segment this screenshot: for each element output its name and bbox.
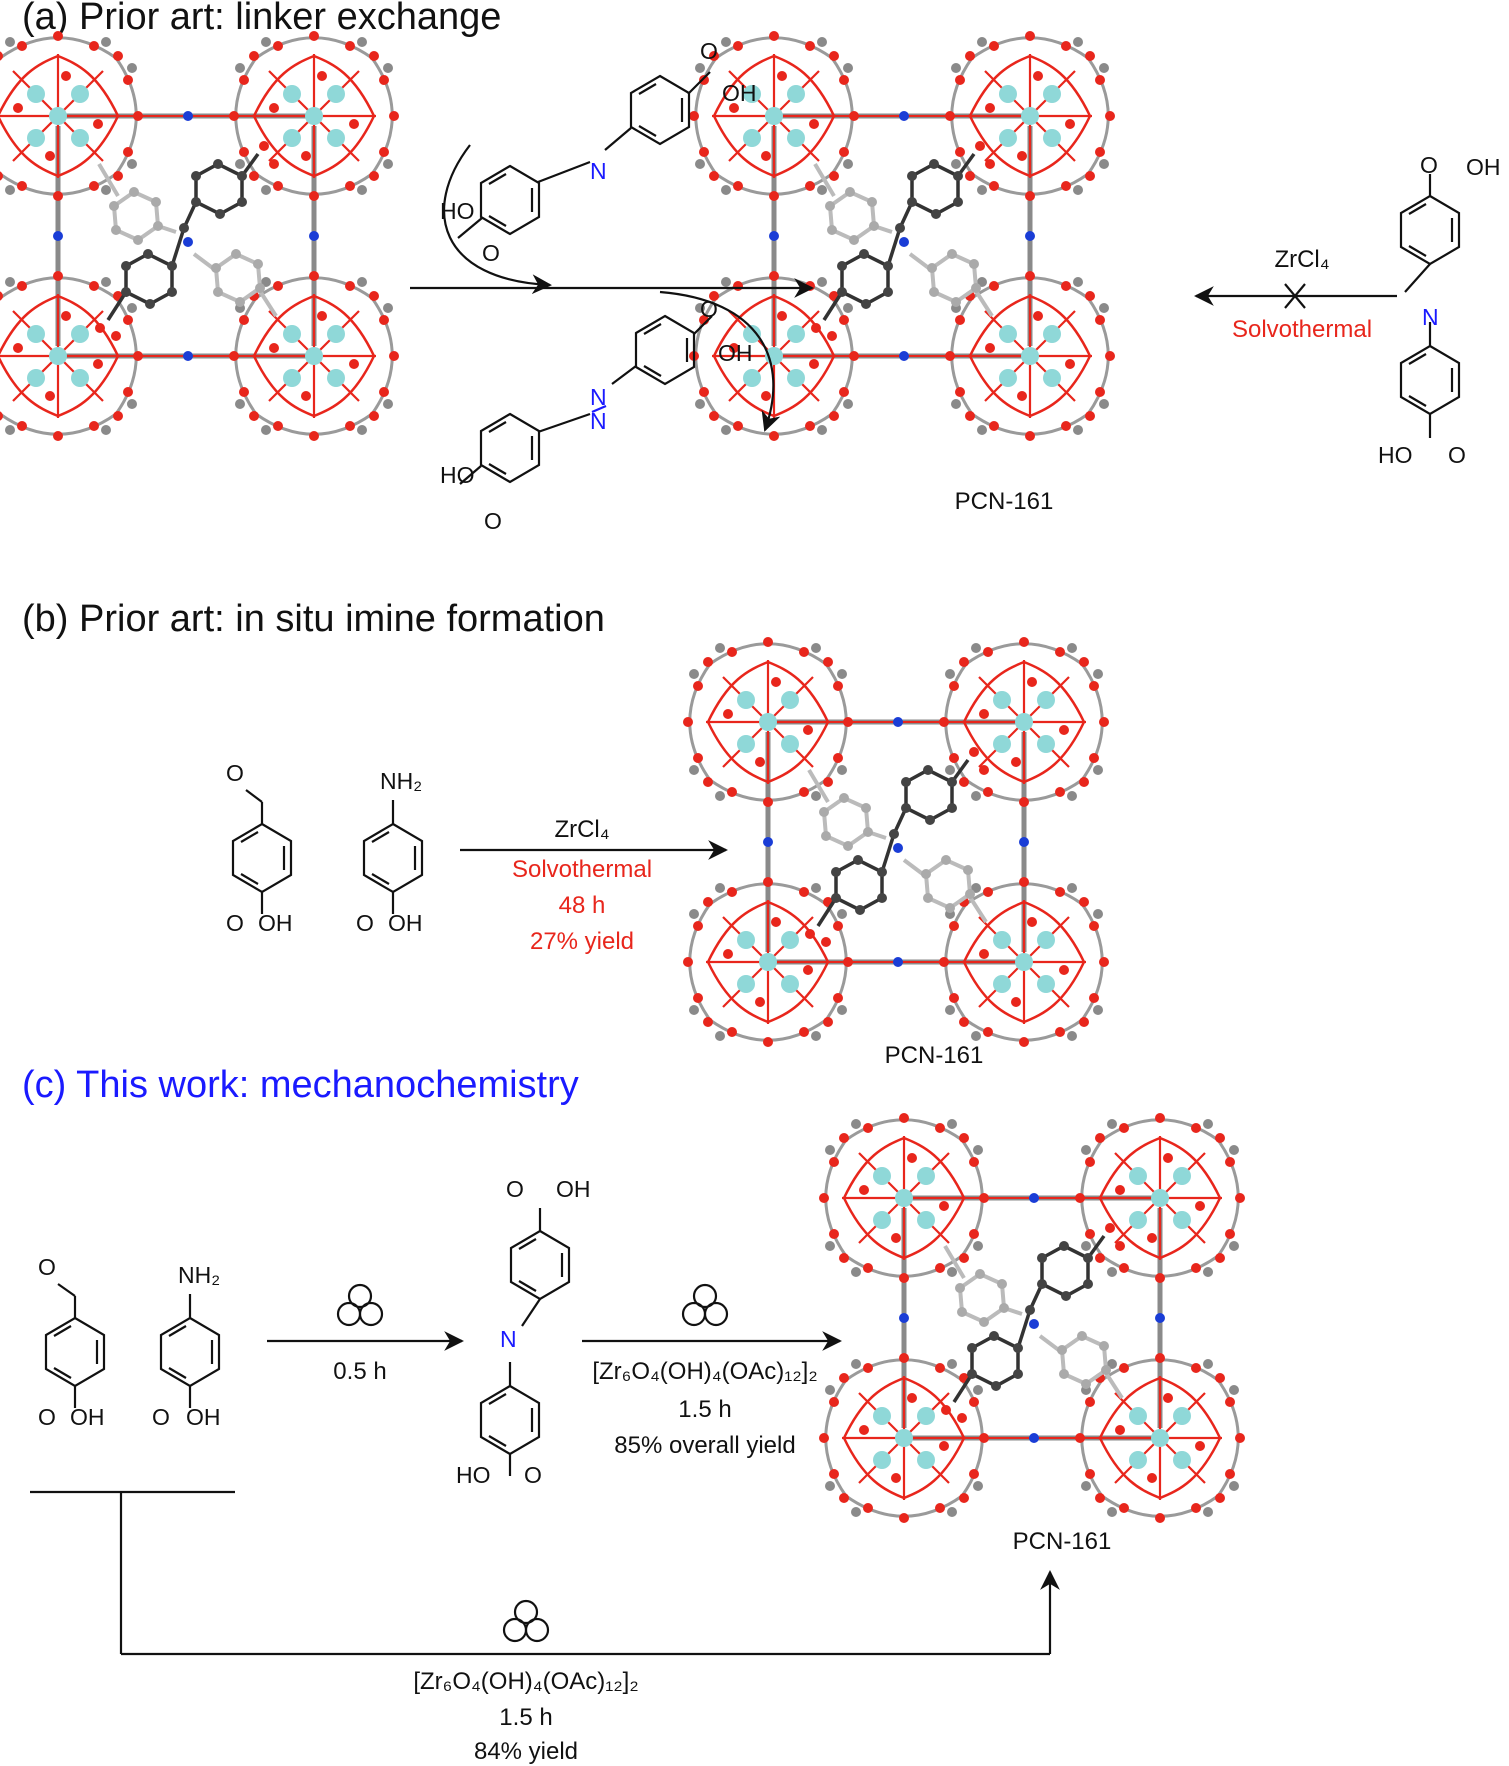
azo-linker-a (459, 314, 713, 485)
amine-b (362, 800, 424, 914)
step2-time: 1.5 h (678, 1396, 732, 1423)
atom-label: OH (722, 80, 757, 106)
atom-label: O (1420, 152, 1438, 178)
imine-linker-a (457, 71, 711, 239)
atom-label: N (590, 408, 607, 434)
mill-icon (502, 1599, 550, 1643)
mof-a-left (0, 31, 399, 441)
arrow-a-in (442, 144, 552, 295)
yield-b: 27% yield (529, 928, 635, 955)
direct-time: 1.5 h (499, 1704, 553, 1731)
atom-label: O (38, 1404, 56, 1430)
atom-label: O (700, 296, 718, 322)
imine-linker-c (479, 1208, 571, 1476)
atom-label: O (356, 910, 374, 936)
mof-b-product (683, 637, 1109, 1047)
atom-label: O (506, 1176, 524, 1202)
atom-label: O (226, 910, 244, 936)
mof-c-product (819, 1113, 1245, 1523)
product-label-c: PCN-161 (1012, 1528, 1112, 1555)
atom-label: OH (388, 910, 423, 936)
atom-label: NH₂ (380, 768, 423, 794)
mill-icon (336, 1283, 384, 1327)
step1-time: 0.5 h (333, 1358, 387, 1385)
step2-yield: 85% overall yield (614, 1432, 796, 1459)
amine-c (159, 1294, 221, 1408)
atom-label: O (152, 1404, 170, 1430)
atom-label: O (700, 38, 718, 64)
arrow-a-out (659, 290, 781, 432)
atom-label: O (482, 240, 500, 266)
atom-label: OH (258, 910, 293, 936)
product-label-b: PCN-161 (884, 1042, 984, 1069)
atom-label: N (590, 158, 607, 184)
atom-label: HO (456, 1462, 491, 1488)
atom-label: OH (70, 1404, 105, 1430)
aldehyde-c (44, 1283, 106, 1408)
mill-icon (681, 1283, 729, 1327)
atom-label: N (1422, 304, 1439, 330)
atom-label: O (484, 508, 502, 534)
condition-a: Solvothermal (1231, 316, 1373, 343)
atom-label: HO (440, 198, 475, 224)
aldehyde-b (231, 789, 293, 914)
atom-label: O (226, 760, 244, 786)
atom-label: O (524, 1462, 542, 1488)
atom-label: OH (186, 1404, 221, 1430)
atom-label: O (38, 1254, 56, 1280)
atom-label: N (500, 1326, 517, 1352)
condition-b: Solvothermal (511, 856, 653, 883)
reagent-b: ZrCl₄ (554, 816, 610, 843)
product-label-a: PCN-161 (954, 488, 1054, 515)
atom-label: N (590, 384, 607, 410)
atom-label: OH (556, 1176, 591, 1202)
section-c-title: (c) This work: mechanochemistry (22, 1064, 579, 1106)
section-a-title: (a) Prior art: linker exchange (22, 0, 502, 38)
atom-label: OH (718, 340, 753, 366)
step2-reagent: [Zr₆O₄(OH)₄(OAc)₁₂]₂ (592, 1358, 818, 1385)
atom-label: OH (1466, 154, 1501, 180)
reagent-a: ZrCl₄ (1274, 246, 1330, 273)
time-b: 48 h (558, 892, 606, 919)
atom-label: NH₂ (178, 1262, 221, 1288)
direct-yield: 84% yield (473, 1738, 579, 1765)
direct-route-bracket (30, 1490, 1060, 1656)
direct-reagent: [Zr₆O₄(OH)₄(OAc)₁₂]₂ (413, 1668, 639, 1695)
imine-linker-a-right (1399, 174, 1461, 438)
section-b-title: (b) Prior art: in situ imine formation (22, 598, 605, 640)
atom-label: O (1448, 442, 1466, 468)
atom-label: HO (440, 462, 475, 488)
atom-label: HO (1378, 442, 1413, 468)
